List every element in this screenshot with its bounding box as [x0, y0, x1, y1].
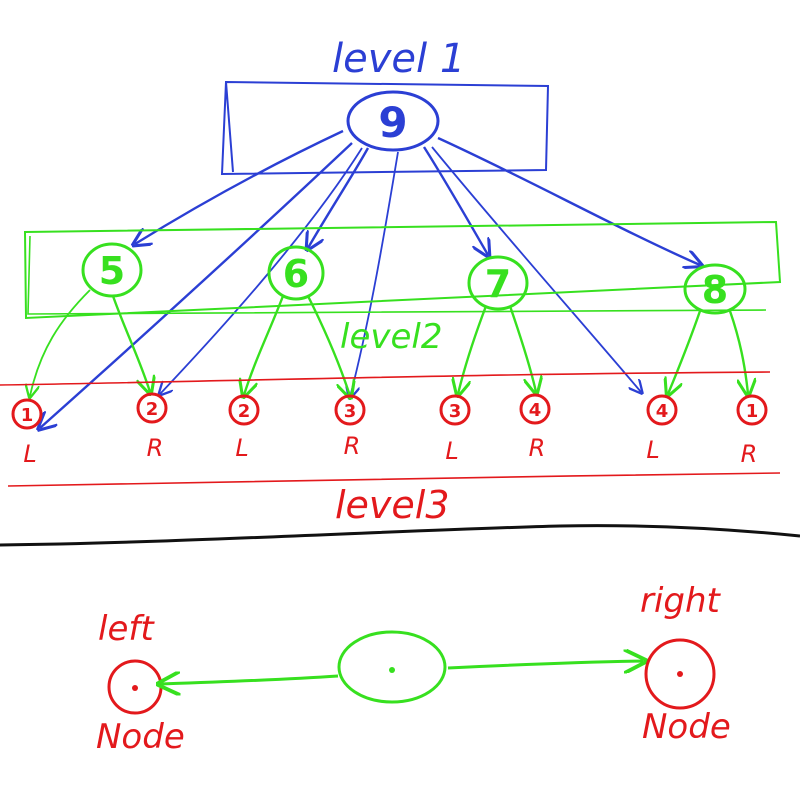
right-label: right [640, 581, 722, 621]
leaf-3 [228, 394, 260, 426]
level3-nodes [11, 392, 768, 430]
leaf-1 [11, 398, 43, 430]
leaf-8-value: 1 [746, 401, 759, 422]
level2-label: level2 [340, 317, 442, 357]
leaf-7 [646, 394, 678, 426]
edge-5-1 [30, 289, 91, 396]
level3-sides: L R L R L R L R [23, 432, 757, 468]
left-node-dot [132, 685, 138, 691]
right-node-dot [677, 671, 683, 677]
leaf-6 [519, 393, 551, 425]
node-5-value: 5 [99, 249, 125, 293]
leaf-1-side: L [23, 440, 36, 468]
edge-root-7 [422, 146, 488, 255]
edge-8-1 [728, 310, 748, 394]
node-5 [81, 242, 143, 298]
leaf-2-side: R [147, 434, 164, 462]
node-7 [467, 255, 529, 311]
leaf-3-side: L [235, 434, 248, 462]
node-6-value: 6 [283, 252, 309, 296]
edge-root-2 [160, 147, 363, 394]
level3-values: 1 2 2 3 3 4 4 1 [21, 399, 759, 426]
edge-root-8 [437, 136, 700, 265]
edge-7-3 [458, 305, 488, 394]
leaf-4 [334, 394, 366, 426]
right-node [644, 638, 716, 710]
arrow-to-right [447, 661, 643, 668]
level1-box [220, 80, 550, 176]
leaf-5 [439, 394, 471, 426]
edge-root-6 [308, 147, 370, 248]
root-node-value: 9 [378, 98, 407, 147]
leaf-7-value: 4 [656, 401, 669, 422]
edge-7-4 [508, 305, 536, 392]
leaf-8-side: R [741, 440, 758, 468]
section-divider [0, 524, 800, 547]
node-8 [683, 263, 747, 315]
leaf-2 [136, 392, 168, 424]
level2-nodes [81, 242, 747, 315]
right-node-label: Node [642, 707, 731, 747]
leaf-4-value: 3 [344, 401, 357, 422]
edge-root-4 [431, 146, 641, 392]
center-node-dot [389, 667, 395, 673]
level2-box-inner [27, 235, 767, 315]
leaf-4-side: R [344, 432, 361, 460]
level3-bottom-line [7, 472, 781, 487]
level2-edges [30, 289, 748, 396]
leaf-7-side: L [646, 436, 659, 464]
arrow-to-left [161, 676, 339, 684]
left-label: left [98, 609, 155, 649]
leaf-5-value: 3 [449, 401, 462, 422]
center-node [337, 630, 447, 704]
leaf-6-side: R [529, 434, 546, 462]
level3-label: level3 [335, 483, 450, 527]
level1-label: level 1 [332, 36, 465, 82]
edge-root-5 [135, 129, 344, 244]
leaf-3-value: 2 [238, 401, 251, 422]
leaf-5-side: L [445, 437, 458, 465]
node-7-value: 7 [485, 262, 511, 306]
edge-root-3 [350, 151, 399, 397]
leaf-8 [736, 394, 768, 426]
left-node-label: Node [96, 717, 185, 757]
node-6 [267, 245, 325, 301]
node-8-value: 8 [702, 268, 728, 312]
edge-6-3 [306, 295, 350, 396]
root-node [346, 90, 440, 152]
edge-8-4 [668, 310, 702, 394]
leaf-2-value: 2 [146, 399, 159, 420]
edge-root-1 [40, 142, 353, 428]
leaf-6-value: 4 [529, 400, 542, 421]
edge-5-2 [111, 295, 150, 392]
edge-6-2 [244, 295, 285, 395]
level3-top-line [0, 371, 771, 386]
leaf-1-value: 1 [21, 405, 34, 426]
level2-box [23, 220, 782, 320]
